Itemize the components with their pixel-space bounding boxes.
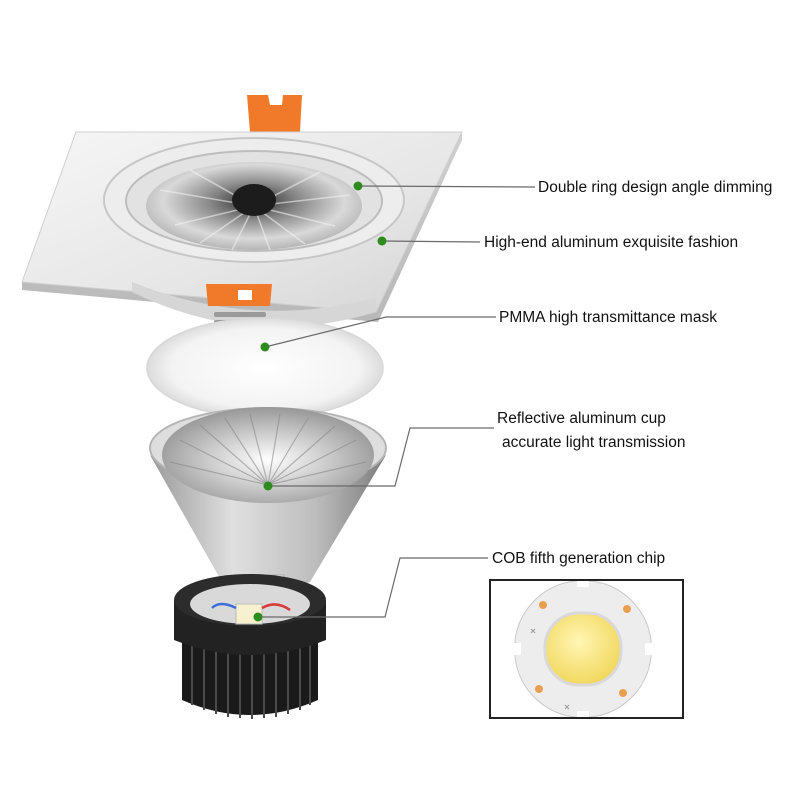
square-housing — [21, 95, 463, 333]
fin-lines — [191, 645, 311, 719]
callout-aluminum-fashion: High-end aluminum exquisite fashion — [484, 234, 739, 251]
callout-dot-ring — [353, 181, 363, 191]
spring-clip-top — [247, 95, 302, 132]
callout-pmma-mask: PMMA high transmittance mask — [499, 309, 717, 326]
callout-cup-line2: accurate light transmission — [502, 434, 686, 451]
leader-lines — [258, 185, 536, 618]
cob-chip-image — [513, 579, 653, 719]
cup-inner — [162, 407, 374, 503]
callout-ring-design: Double ring design angle dimming — [538, 179, 773, 196]
callout-dot-pmma — [260, 342, 270, 352]
chip-phosphor — [543, 611, 623, 687]
cup-facets — [169, 413, 367, 486]
callout-dots — [253, 181, 387, 622]
callout-cob-chip: COB fifth generation chip — [492, 550, 666, 567]
callout-dot-chip — [253, 612, 263, 622]
reflective-cup — [149, 407, 387, 598]
callout-cup-line1: Reflective aluminum cup — [497, 410, 666, 427]
cob-chip-inset — [489, 579, 684, 719]
pmma-mask — [146, 317, 384, 419]
housing-collar — [132, 282, 376, 328]
heatsink-module — [174, 574, 326, 719]
callout-dot-aluminum — [377, 236, 387, 246]
callout-dot-cup — [263, 481, 273, 491]
